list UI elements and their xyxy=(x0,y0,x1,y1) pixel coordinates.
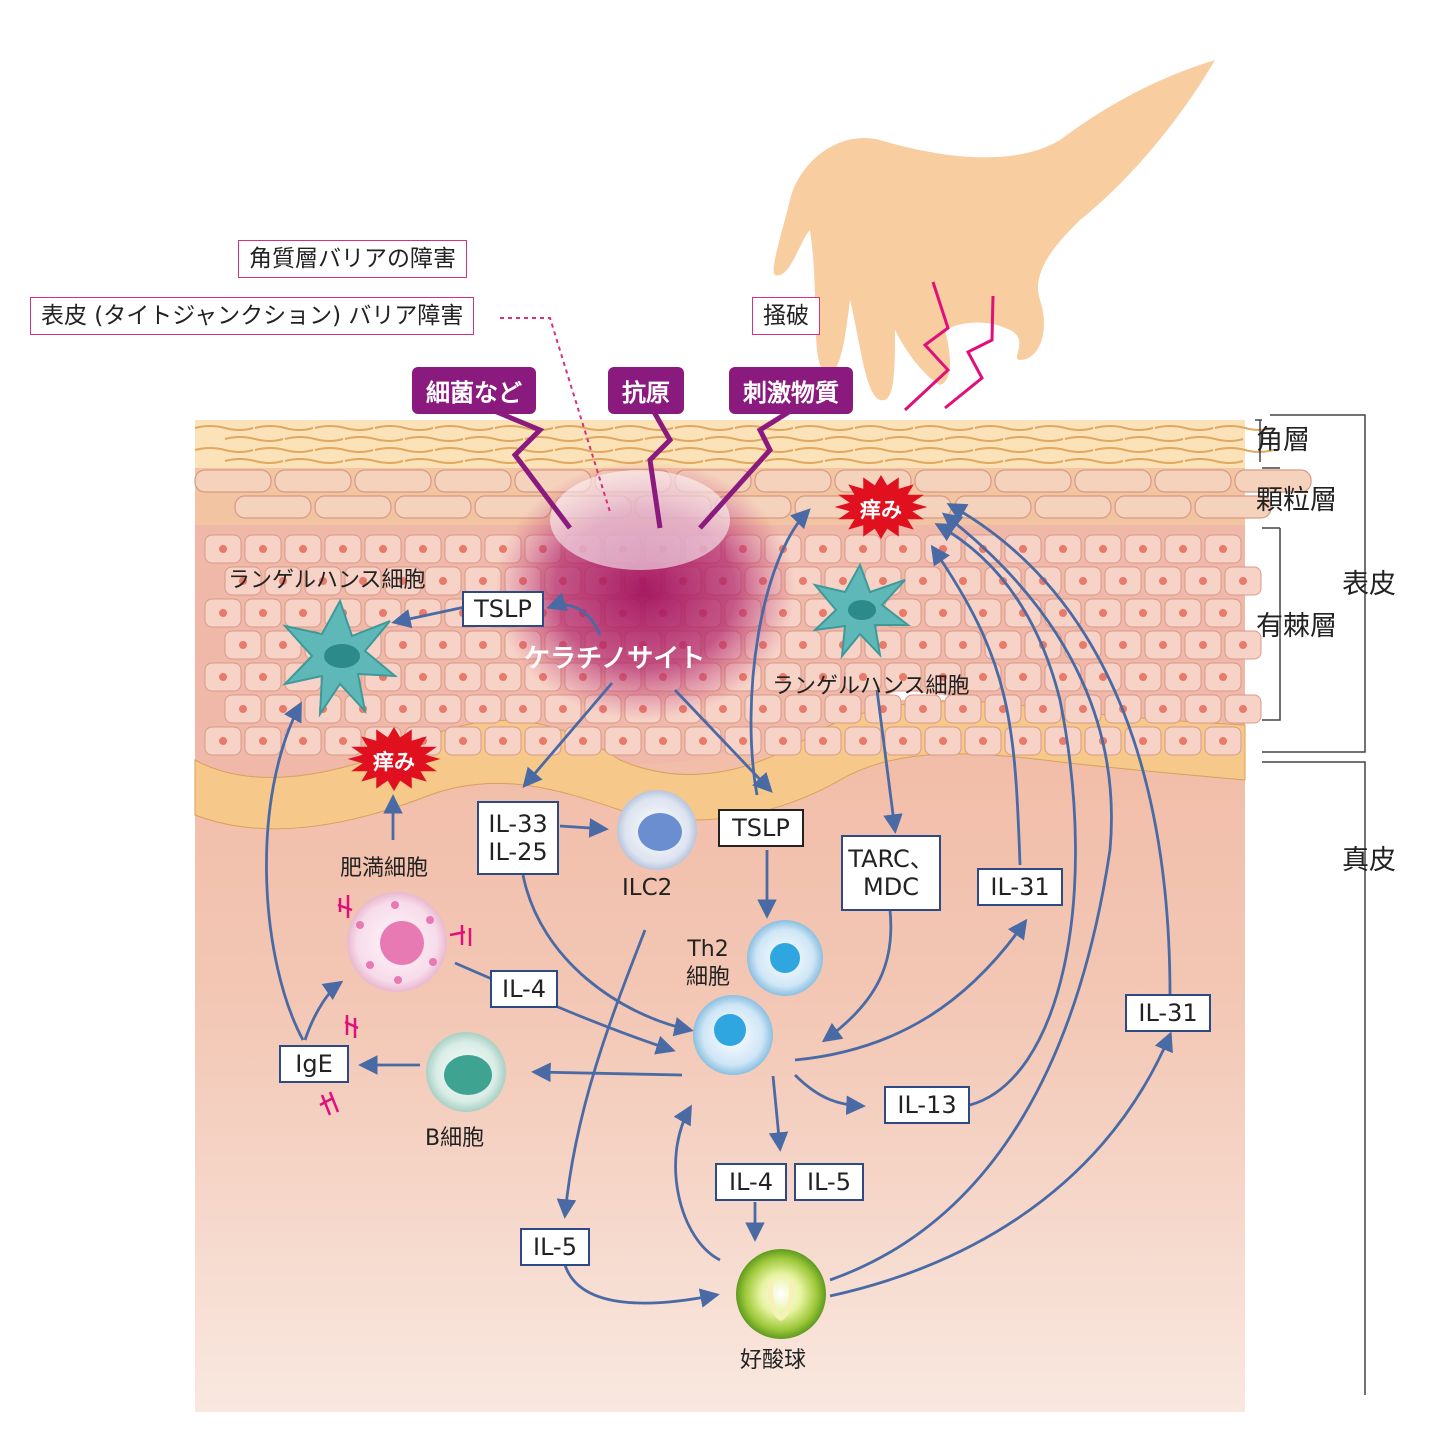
horny-layer xyxy=(195,420,1245,468)
trigger-bacteria: 細菌など xyxy=(412,367,536,414)
scratch-mark xyxy=(903,281,951,412)
barrier-leader xyxy=(500,317,611,513)
ige-box: IgE xyxy=(279,1045,349,1083)
layer-brackets xyxy=(1255,414,1366,1395)
itch-label-top: 痒み xyxy=(860,498,902,522)
scratch-mark xyxy=(944,295,995,410)
tarc-mdc-box: TARC、 MDC xyxy=(841,835,941,911)
hand xyxy=(773,60,1215,401)
itch-label-left: 痒み xyxy=(373,750,415,774)
layer-granular: 顆粒層 xyxy=(1256,485,1337,516)
th2-label-line2: 細胞 xyxy=(686,965,731,990)
itch-burst-left xyxy=(347,727,441,791)
il5-box: IL-5 xyxy=(794,1163,864,1201)
scratch-label: 掻破 xyxy=(752,297,820,335)
langerhans-cell-right xyxy=(812,562,911,660)
layer-horny: 角層 xyxy=(1256,425,1310,456)
horny-cells xyxy=(194,425,1274,464)
trigger-bolt xyxy=(698,402,802,530)
b-cell-label: B細胞 xyxy=(425,1126,485,1151)
langerhans-right-label: ランゲルハンス細胞 xyxy=(772,674,970,699)
ilc2-label: ILC2 xyxy=(622,875,673,901)
layer-spinous: 有棘層 xyxy=(1256,611,1337,642)
keratinocyte-label: ケラチノサイト xyxy=(524,644,706,674)
il5-ilc-box: IL-5 xyxy=(520,1228,590,1266)
b-cell xyxy=(426,1032,506,1112)
ilc2-cell xyxy=(617,790,697,870)
il31-box-b: IL-31 xyxy=(1125,994,1211,1032)
il4-mast-box: IL-4 xyxy=(490,970,558,1008)
mast-cell-label: 肥満細胞 xyxy=(340,856,429,881)
th2-label: Th2 細胞 xyxy=(686,936,730,992)
tarc-label: TARC、 xyxy=(848,845,934,873)
langerhans-cell-left xyxy=(281,598,398,718)
itch-burst-top xyxy=(834,475,928,539)
il4-box: IL-4 xyxy=(715,1163,787,1201)
trigger-irritant: 刺激物質 xyxy=(729,367,853,414)
tight-junction-barrier-label: 表皮 (タイトジャンクション) バリア障害 xyxy=(30,297,475,335)
il33-label: IL-33 xyxy=(488,810,548,838)
tslp-box-mid: TSLP xyxy=(718,809,804,847)
il31-box-a: IL-31 xyxy=(977,868,1063,906)
th2-cell xyxy=(747,920,823,996)
mdc-label: MDC xyxy=(863,873,919,901)
trigger-bolt xyxy=(647,403,674,529)
t-cell xyxy=(693,995,773,1075)
th2-label-line1: Th2 xyxy=(687,937,729,962)
il25-label: IL-25 xyxy=(488,838,548,866)
layer-epidermis: 表皮 xyxy=(1342,569,1396,600)
ige-antibody xyxy=(319,895,472,1116)
layer-dermis: 真皮 xyxy=(1342,845,1396,876)
trigger-bolt xyxy=(479,402,572,530)
langerhans-left-label: ランゲルハンス細胞 xyxy=(228,568,426,593)
mast-cell xyxy=(347,892,447,992)
trigger-antigen: 抗原 xyxy=(608,367,684,414)
tslp-box-top: TSLP xyxy=(462,591,544,627)
il13-box: IL-13 xyxy=(884,1086,970,1124)
eosinophil-label: 好酸球 xyxy=(740,1348,807,1373)
stratum-corneum-barrier-label: 角質層バリアの障害 xyxy=(238,240,467,278)
eosinophil-cell xyxy=(736,1249,826,1339)
il33-il25-box: IL-33 IL-25 xyxy=(477,801,559,875)
arrows xyxy=(265,503,1173,1308)
